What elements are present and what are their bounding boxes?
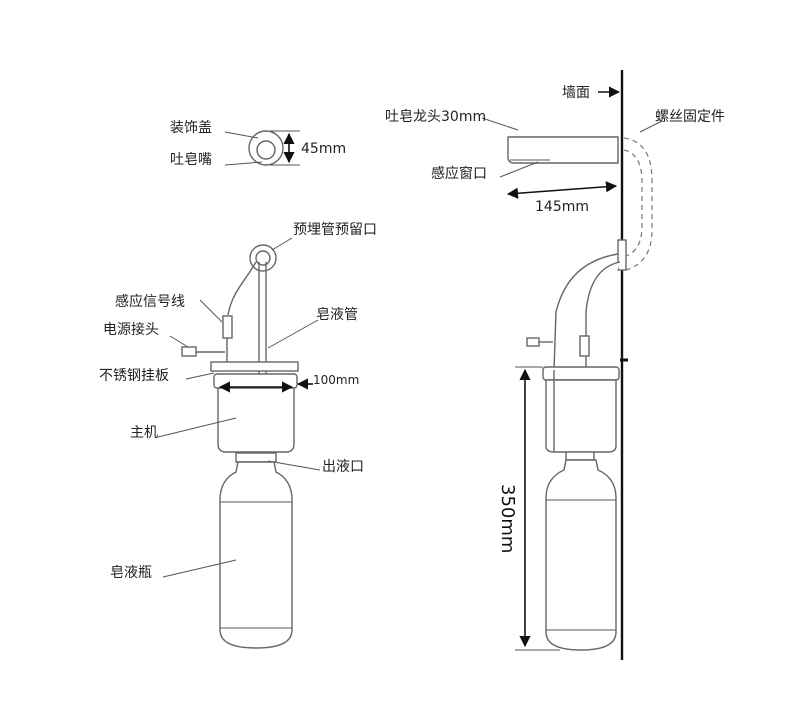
label-350mm: 350mm (497, 484, 518, 553)
label-100mm: 100mm (313, 373, 359, 387)
faucet (507, 136, 619, 164)
label-wall: 墙面 (562, 85, 590, 101)
screw-fixture (623, 137, 653, 271)
power-connector (181, 346, 197, 357)
soap-spout-hole (256, 140, 276, 160)
label-steel-hanging-plate: 不锈钢挂板 (99, 368, 169, 384)
label-decorative-cover: 装饰盖 (170, 120, 212, 136)
main-unit-body (217, 387, 295, 453)
label-145mm: 145mm (535, 199, 589, 215)
label-faucet: 吐皂龙头30mm (385, 109, 486, 125)
steel-hanging-plate (210, 361, 299, 372)
liquid-outlet (235, 452, 277, 463)
label-screw-fixture: 螺丝固定件 (655, 109, 725, 125)
label-soap-tube: 皂液管 (316, 307, 358, 323)
label-main-unit: 主机 (130, 425, 158, 441)
side-main-unit (545, 379, 617, 453)
label-sensor-signal-wire: 感应信号线 (115, 293, 185, 310)
embedded-pipe-inner (255, 250, 271, 266)
side-view: 墙面 吐皂龙头30mm 感应窗口 145mm 螺丝固定件 (385, 70, 725, 660)
side-soap-bottle (545, 459, 617, 651)
soap-bottle (219, 461, 293, 649)
cover-detail: 装饰盖 吐皂嘴 45mm (170, 120, 346, 168)
sensor-wire-connector (222, 315, 233, 339)
label-liquid-outlet: 出液口 (322, 459, 364, 475)
label-45mm: 45mm (301, 141, 346, 157)
label-soap-bottle: 皂液瓶 (110, 565, 152, 581)
label-sensor-window: 感应窗口 (431, 165, 487, 182)
label-soap-spout: 吐皂嘴 (170, 152, 212, 168)
label-power-connector: 电源接头 (103, 321, 159, 338)
label-embedded-pipe-opening: 预埋管预留口 (293, 222, 377, 238)
main-unit (213, 373, 298, 389)
front-view: 装饰盖 吐皂嘴 45mm 预埋管预留口 感应信号线 电源接头 皂液管 不锈钢挂板 (99, 120, 377, 649)
